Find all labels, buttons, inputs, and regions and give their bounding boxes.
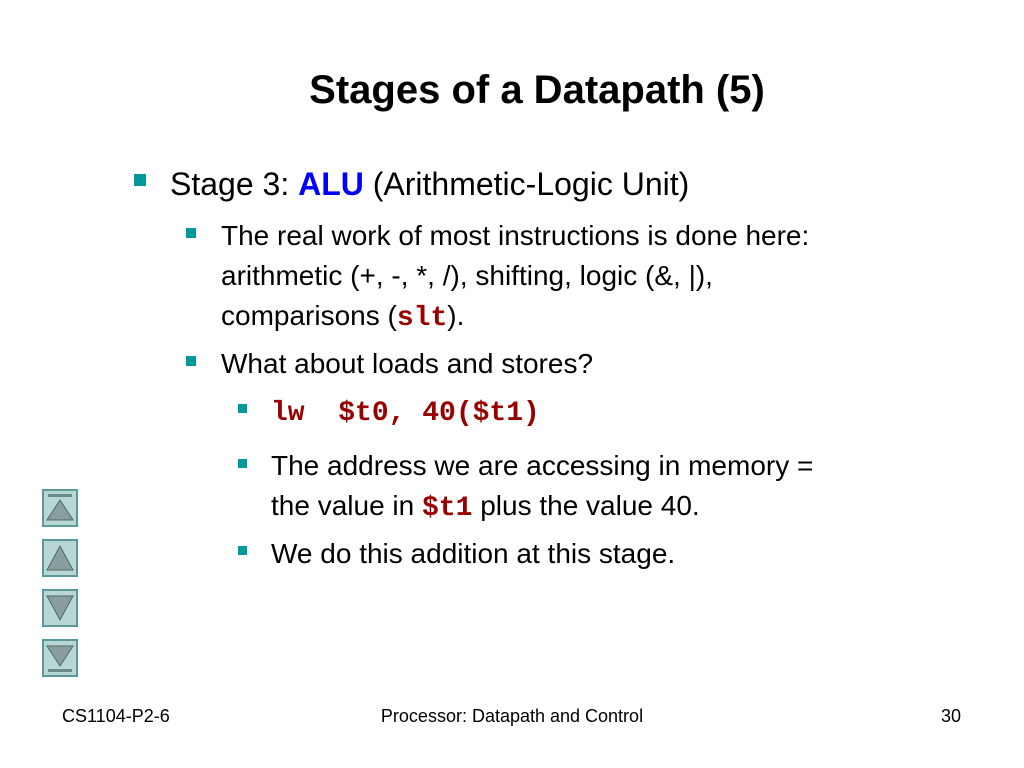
bullet-square-icon <box>186 228 196 238</box>
slide-title: Stages of a Datapath (5) <box>309 68 765 112</box>
real-work-line-3: comparisons (slt). <box>221 296 981 339</box>
footer-course-code: CS1104-P2-6 <box>62 706 170 726</box>
address-line-1: The address we are accessing in memory = <box>271 450 814 481</box>
next-slide-button[interactable] <box>42 589 78 627</box>
last-slide-icon <box>46 645 74 672</box>
alu-highlight: ALU <box>298 166 364 202</box>
first-slide-button[interactable] <box>42 489 78 527</box>
stage-label: Stage 3: <box>170 166 299 202</box>
real-work-line-2: arithmetic (+, -, *, /), shifting, logic… <box>221 260 713 291</box>
first-slide-icon <box>46 494 74 521</box>
next-slide-icon <box>46 595 74 622</box>
bullet-square-icon <box>238 404 247 413</box>
address-line-2: the value in $t1 plus the value 40. <box>271 486 991 529</box>
alu-description: (Arithmetic-Logic Unit) <box>363 166 690 202</box>
previous-slide-icon <box>46 544 74 571</box>
t1-code: $t1 <box>422 493 473 524</box>
bullet-addition: We do this addition at this stage. <box>271 538 676 569</box>
real-work-line-1: The real work of most instructions is do… <box>221 220 810 251</box>
bullet-real-work: The real work of most instructions is do… <box>221 216 981 339</box>
footer-topic: Processor: Datapath and Control <box>380 706 644 726</box>
comparisons-end: ). <box>447 300 465 331</box>
slt-code: slt <box>396 303 448 334</box>
bullet-square-icon <box>134 174 146 186</box>
plus-value-text: plus the value 40. <box>472 490 700 521</box>
last-slide-button[interactable] <box>42 639 78 677</box>
bullet-square-icon <box>186 356 196 366</box>
lw-code: lw $t0, 40($t1) <box>271 398 540 429</box>
bullet-address: The address we are accessing in memory =… <box>271 446 991 529</box>
previous-slide-button[interactable] <box>42 539 78 577</box>
bullet-square-icon <box>238 459 247 468</box>
comparisons-text: comparisons ( <box>221 300 397 331</box>
bullet-loads-stores: What about loads and stores? <box>221 348 594 379</box>
slide-number: 30 <box>940 706 961 726</box>
value-in-text: the value in <box>271 490 422 521</box>
bullet-stage3: Stage 3: ALU (Arithmetic-Logic Unit) <box>170 164 689 204</box>
bullet-square-icon <box>238 546 247 555</box>
